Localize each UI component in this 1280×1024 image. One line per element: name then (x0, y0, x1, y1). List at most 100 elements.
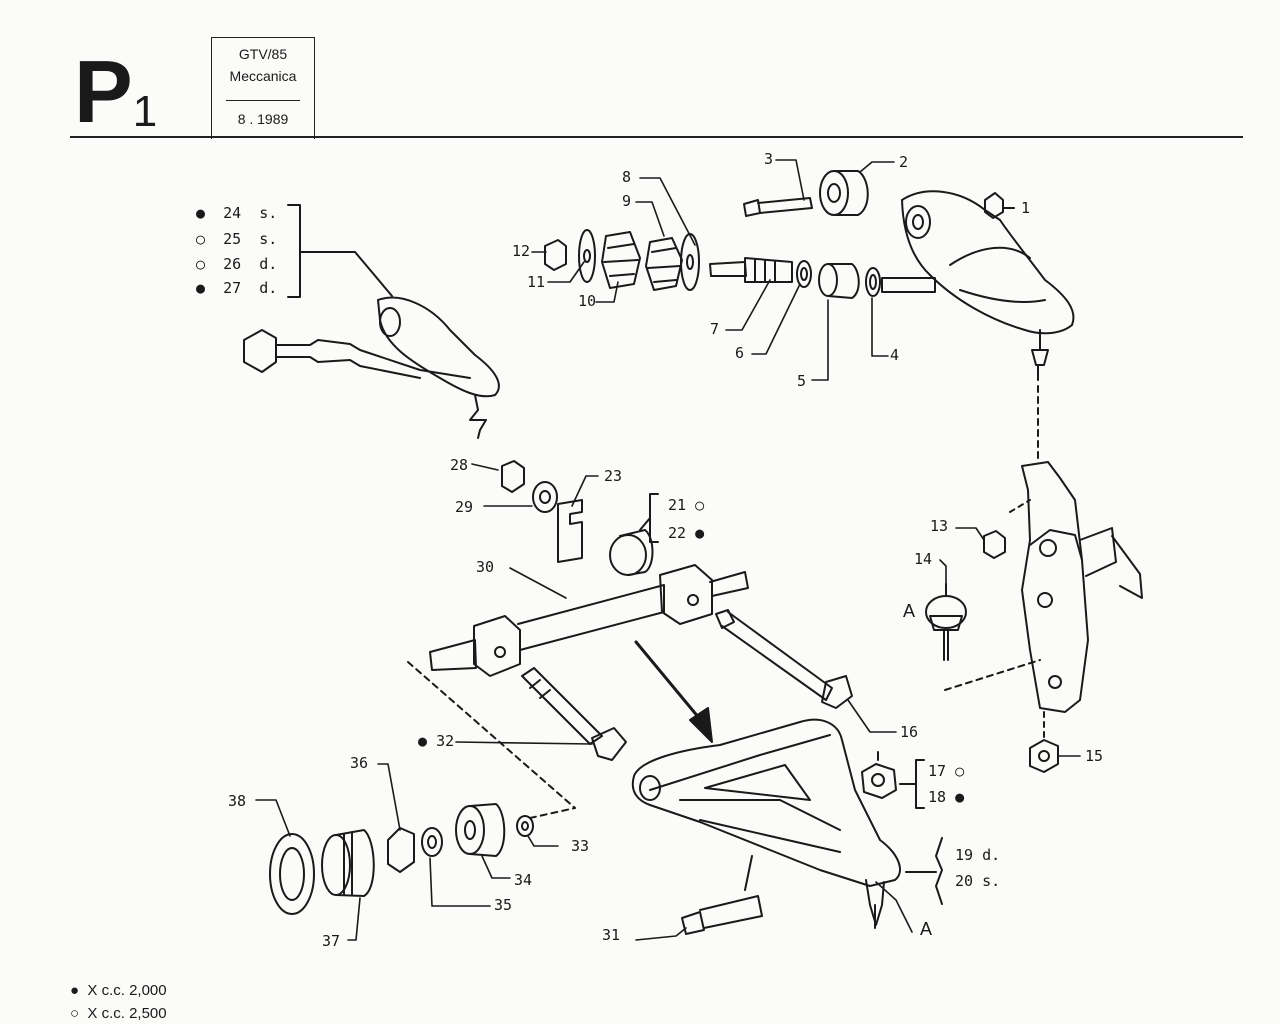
callout-11: 11 (527, 273, 546, 291)
axis-line-ball-joint (944, 659, 1041, 691)
edition-date: 8 . 1989 (237, 111, 289, 127)
callout-20: 20 s. (955, 874, 1000, 889)
callout-38: 38 (228, 792, 247, 810)
filled-dot-icon: ● (695, 524, 705, 542)
callout-19: 19 d. (955, 848, 1000, 863)
callout-5: 5 (797, 372, 807, 390)
part-bushing-2 (819, 170, 869, 216)
callout-22-number: 22 (668, 524, 687, 542)
callout-12: 12 (512, 242, 531, 260)
header-rule (70, 136, 1243, 138)
part-washer-11 (578, 229, 596, 283)
part-shim-23 (557, 499, 583, 563)
open-dot-icon: ○ (695, 496, 705, 514)
callout-17: 17 ○ (928, 764, 964, 779)
bracket-21-22 (639, 493, 659, 543)
callout-23: 23 (604, 467, 623, 485)
part-rubber-37 (321, 829, 375, 897)
callout-32-number: 32 (436, 732, 455, 750)
part-ball-joint-14 (925, 583, 967, 661)
callout-21: 21 ○ (668, 498, 704, 513)
callout-27-number: 27 (223, 279, 242, 297)
filled-dot-icon: ● (955, 788, 965, 806)
callout-18: 18 ● (928, 790, 964, 805)
legend-open-text: X c.c. 2,500 (87, 1005, 167, 1022)
legend-filled-text: X c.c. 2,000 (87, 982, 167, 999)
model-info-box: GTV/85 Meccanica 8 . 1989 (211, 37, 315, 139)
callout-32: ● 32 (418, 734, 454, 749)
open-dot-icon: ○ (196, 255, 206, 273)
lower-arm (631, 718, 901, 929)
part-nut-36 (387, 827, 415, 873)
callout-24-number: 24 (223, 204, 242, 222)
callout-2: 2 (899, 153, 909, 171)
open-dot-icon: ○ (70, 1005, 80, 1022)
callout-25-side: s. (259, 230, 278, 248)
callout-4: 4 (890, 346, 900, 364)
open-dot-icon: ○ (955, 762, 965, 780)
axis-line-cross-shaft (407, 661, 576, 809)
part-bushing-34 (455, 803, 506, 857)
callout-19-number: 19 (955, 846, 974, 864)
callout-8: 8 (622, 168, 632, 186)
callout-30: 30 (476, 558, 495, 576)
callout-22: 22 ● (668, 526, 704, 541)
callout-9: 9 (622, 192, 632, 210)
callout-24: ● 24 s. (196, 206, 277, 221)
callout-21-number: 21 (668, 496, 687, 514)
part-nut-17-18 (861, 751, 897, 799)
callout-16: 16 (900, 723, 919, 741)
part-bushing-5 (818, 263, 860, 299)
part-washer-29 (532, 481, 558, 513)
part-cross-shaft-30 (429, 564, 749, 677)
filled-dot-icon: ● (70, 982, 80, 999)
part-ring-38 (269, 833, 315, 915)
callout-37: 37 (322, 932, 341, 950)
part-bushing-21-22 (609, 529, 654, 576)
part-washer-6 (796, 260, 812, 288)
callout-20-number: 20 (955, 872, 974, 890)
callout-35: 35 (494, 896, 513, 914)
part-washer-8 (680, 233, 700, 291)
filled-dot-icon: ● (196, 204, 206, 222)
part-nut-1 (984, 192, 1015, 219)
steering-knuckle (1021, 461, 1143, 713)
callout-31: 31 (602, 926, 621, 944)
part-washer-35 (421, 827, 443, 857)
callout-26-number: 26 (223, 255, 242, 273)
callout-34: 34 (514, 871, 533, 889)
filled-dot-icon: ● (196, 279, 206, 297)
part-bolt-16 (715, 609, 853, 709)
callout-19-side: d. (982, 846, 1001, 864)
part-nut-12 (544, 239, 567, 271)
axis-line-bushing (529, 807, 576, 819)
callout-15: 15 (1085, 747, 1104, 765)
section-name: Meccanica (229, 68, 297, 84)
part-rubber-9 (645, 237, 683, 291)
leader-lines (255, 159, 1081, 941)
callout-13: 13 (930, 517, 949, 535)
part-washer-33 (516, 815, 534, 837)
part-threaded-pin-7 (709, 257, 793, 283)
callout-3: 3 (764, 150, 774, 168)
pin-31-arrow (744, 855, 753, 891)
callout-6: 6 (735, 344, 745, 362)
upper-arm-left (243, 296, 500, 439)
page-code-number: 1 (132, 87, 158, 136)
callout-28: 28 (450, 456, 469, 474)
callout-14: 14 (914, 550, 933, 568)
legend-open: ○ X c.c. 2,500 (70, 1005, 167, 1022)
callout-26: ○ 26 d. (196, 257, 277, 272)
callout-1: 1 (1021, 199, 1031, 217)
part-rubber-10 (601, 231, 641, 289)
callout-27: ● 27 d. (196, 281, 277, 296)
axis-line-nut-13 (1009, 499, 1031, 513)
callout-18-number: 18 (928, 788, 947, 806)
callout-25-number: 25 (223, 230, 242, 248)
callout-27-side: d. (259, 279, 278, 297)
callout-24-side: s. (259, 204, 278, 222)
page-code-letter: P (74, 42, 133, 141)
callout-10: 10 (578, 292, 597, 310)
callout-26-side: d. (259, 255, 278, 273)
